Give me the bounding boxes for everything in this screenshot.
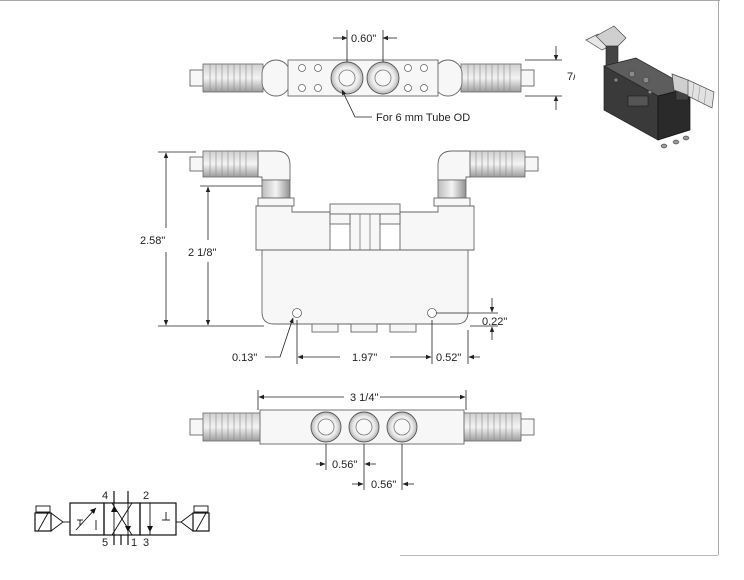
valve-envelope-right — [139, 502, 177, 536]
dim-hole-offset-vertical: 0.22" — [482, 316, 507, 328]
tube-end-right — [519, 69, 535, 87]
note-tube-od: For 6 mm Tube OD — [376, 112, 470, 124]
tube-end-left — [189, 69, 205, 87]
dim-overall-height: 2.58" — [140, 235, 165, 247]
mount-hole-left — [292, 308, 302, 318]
dim-hole-offset-horizontal: 0.52" — [436, 352, 461, 364]
dim-overall-length: 3 1/4" — [350, 392, 378, 404]
sheet-border — [0, 0, 720, 556]
front-tube-end-right — [523, 156, 539, 172]
top-view: 0.60" 7/16" For 6 mm Tube OD — [189, 30, 592, 124]
dim-hole-spacing: 1.97" — [352, 352, 377, 364]
valve-body — [261, 249, 469, 325]
pneumatic-valve-symbol: 4 2 5 1 3 — [34, 490, 210, 549]
valve-envelope-left — [69, 502, 105, 536]
mount-hole-right — [427, 308, 437, 318]
dim-body-height-front: 2 1/8" — [188, 247, 216, 259]
port-label-4: 4 — [102, 490, 108, 502]
port-label-5: 5 — [102, 537, 108, 549]
port-label-2: 2 — [143, 490, 149, 502]
port-label-1: 1 — [131, 537, 137, 549]
tube-fitting-left — [202, 63, 264, 93]
elbow-left — [261, 59, 291, 97]
dim-port-pitch-2: 0.56" — [371, 479, 396, 491]
isometric-photo — [575, 20, 718, 165]
bottom-view: 3 1/4" 0.56" 0.56" — [189, 390, 535, 491]
dim-hole-diameter: 0.13" — [232, 352, 257, 364]
dim-port-pitch-1: 0.56" — [332, 459, 357, 471]
front-tube-end-left — [189, 156, 205, 172]
tube-fitting-right — [460, 63, 522, 93]
front-view: 2.58" 2 1/8" 0.22" 1.97" 0.52" 0.13" — [140, 150, 539, 364]
solenoid-block-left — [255, 205, 331, 251]
solenoid-block-right — [399, 205, 475, 251]
port-label-3: 3 — [143, 537, 149, 549]
dim-port-spacing-top: 0.60" — [351, 33, 376, 45]
